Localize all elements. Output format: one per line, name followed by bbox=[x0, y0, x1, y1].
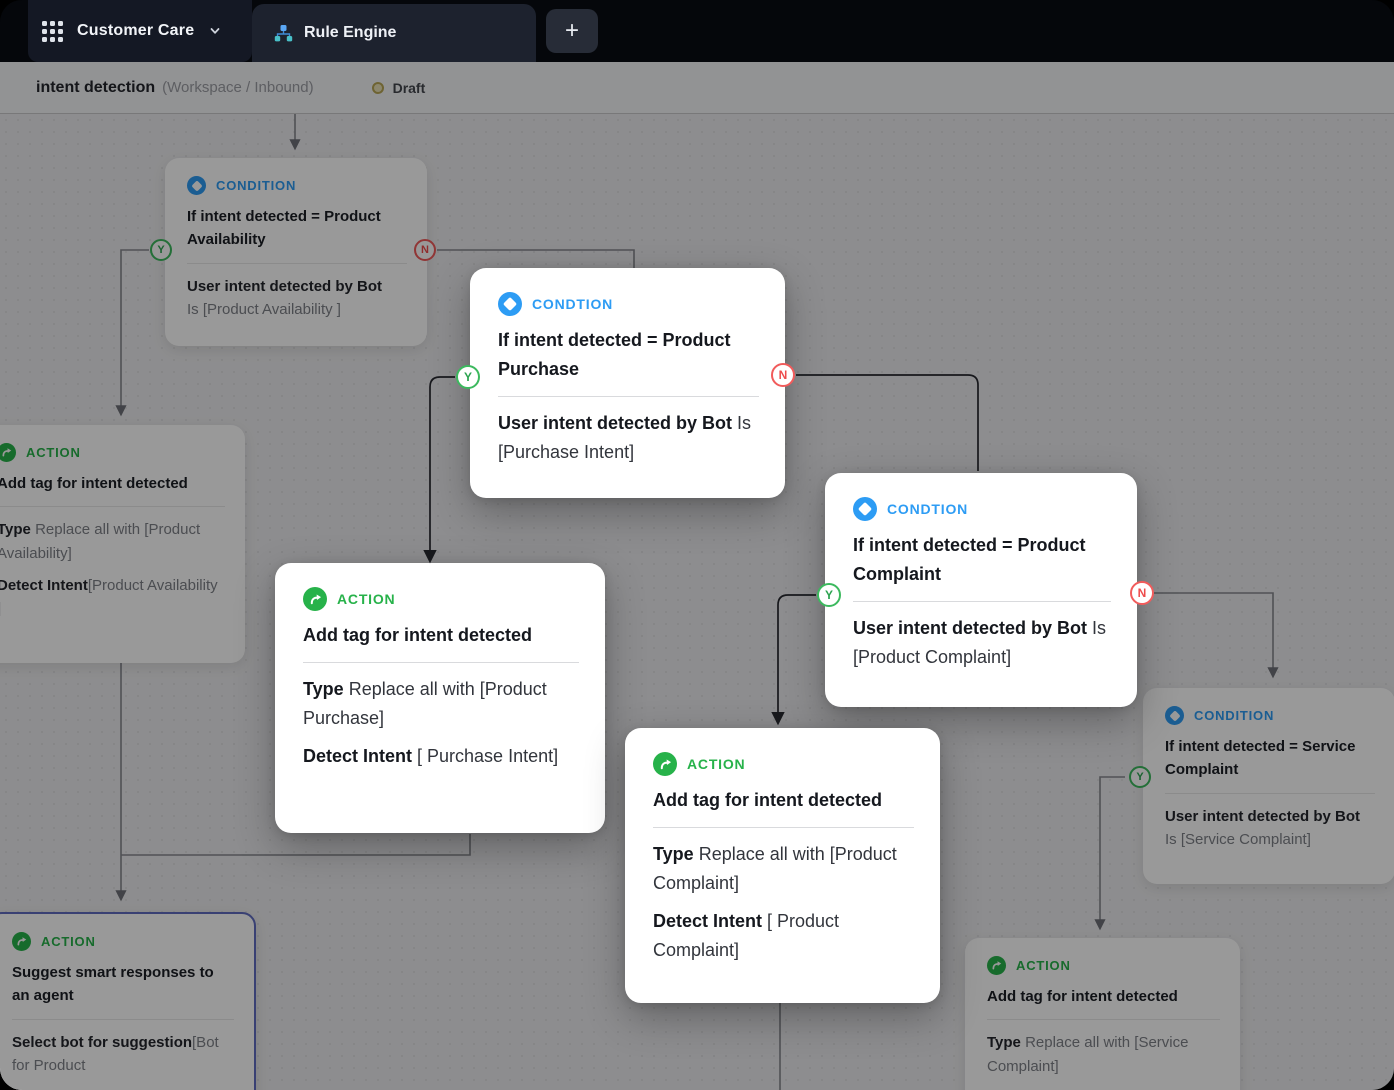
node-param: Detect Intent[Product Availability ] bbox=[0, 576, 218, 617]
node-condition-service-complaint[interactable]: CONDITION If intent detected = Service C… bbox=[1143, 688, 1394, 884]
node-title: Add tag for intent detected bbox=[653, 790, 882, 810]
chevron-down-icon bbox=[210, 28, 220, 34]
node-type-label: CONDITION bbox=[1194, 708, 1275, 723]
no-port[interactable]: N bbox=[771, 363, 795, 387]
node-rule: User intent detected by Bot Is [Purchase… bbox=[498, 412, 752, 462]
tab-label: Rule Engine bbox=[304, 24, 397, 41]
node-type-label: CONDTION bbox=[887, 501, 969, 517]
workspace-name: Customer Care bbox=[77, 22, 195, 39]
action-icon bbox=[0, 443, 16, 462]
action-icon bbox=[987, 956, 1006, 975]
node-condition-product-complaint[interactable]: CONDTION If intent detected = Product Co… bbox=[825, 473, 1137, 707]
node-action-tag-availability[interactable]: ACTION Add tag for intent detected Type … bbox=[0, 425, 245, 663]
node-title: If intent detected = Product Availabilit… bbox=[187, 208, 381, 249]
top-bar: Customer Care Rule Engine + bbox=[0, 0, 1394, 62]
condition-icon bbox=[498, 292, 522, 316]
node-param: Select bot for suggestion[Bot for Produc… bbox=[12, 1033, 219, 1074]
node-param: Type Replace all with [Product Complaint… bbox=[653, 843, 897, 893]
node-condition-product-purchase[interactable]: CONDTION If intent detected = Product Pu… bbox=[470, 268, 785, 498]
new-tab-button[interactable]: + bbox=[546, 9, 598, 53]
flow-path: (Workspace / Inbound) bbox=[162, 79, 314, 96]
node-title: Suggest smart responses to an agent bbox=[12, 964, 214, 1005]
sitemap-icon bbox=[274, 24, 293, 41]
node-header: CONDITION bbox=[187, 176, 407, 195]
divider bbox=[1165, 792, 1375, 794]
divider bbox=[187, 262, 407, 264]
status-badge: Draft bbox=[371, 79, 426, 96]
node-header: ACTION bbox=[0, 443, 225, 462]
node-header: ACTION bbox=[987, 956, 1220, 975]
node-type-label: ACTION bbox=[687, 756, 746, 772]
condition-icon bbox=[1165, 706, 1184, 725]
tab-rule-engine[interactable]: Rule Engine bbox=[252, 4, 536, 62]
yes-port[interactable]: Y bbox=[817, 583, 841, 607]
condition-icon bbox=[853, 497, 877, 521]
yes-port[interactable]: Y bbox=[150, 239, 172, 261]
node-param: Type Replace all with [Service Complaint… bbox=[987, 1034, 1189, 1075]
flow-header: intent detection (Workspace / Inbound) D… bbox=[0, 62, 1394, 114]
node-title: Add tag for intent detected bbox=[987, 988, 1178, 1005]
action-icon bbox=[653, 752, 677, 776]
draft-status-icon bbox=[371, 81, 384, 94]
node-type-label: CONDITION bbox=[216, 178, 297, 193]
condition-icon bbox=[187, 176, 206, 195]
foreground-layer: CONDTION If intent detected = Product Pu… bbox=[0, 62, 1394, 1090]
node-header: ACTION bbox=[303, 587, 579, 611]
node-type-label: ACTION bbox=[337, 591, 396, 607]
node-action-tag-purchase[interactable]: ACTION Add tag for intent detected Type … bbox=[275, 563, 605, 833]
node-title: Add tag for intent detected bbox=[303, 625, 532, 645]
action-icon bbox=[303, 587, 327, 611]
node-title: If intent detected = Product Purchase bbox=[498, 330, 731, 379]
node-header: CONDITION bbox=[1165, 706, 1375, 725]
divider bbox=[987, 1019, 1220, 1021]
node-title: If intent detected = Service Complaint bbox=[1165, 738, 1356, 779]
node-header: CONDTION bbox=[498, 292, 759, 316]
node-param: Detect Intent [ Purchase Intent] bbox=[303, 746, 559, 767]
node-rule: User intent detected by Bot Is [Product … bbox=[853, 617, 1107, 667]
node-header: CONDTION bbox=[853, 497, 1111, 521]
action-icon bbox=[12, 932, 31, 951]
node-type-label: ACTION bbox=[26, 445, 81, 460]
node-action-suggest-responses[interactable]: ACTION Suggest smart responses to an age… bbox=[0, 912, 256, 1090]
node-action-tag-service[interactable]: ACTION Add tag for intent detected Type … bbox=[965, 938, 1240, 1090]
draft-status-label: Draft bbox=[392, 79, 426, 96]
divider bbox=[498, 395, 759, 397]
divider bbox=[653, 826, 914, 828]
divider bbox=[0, 506, 225, 508]
node-type-label: CONDTION bbox=[532, 296, 614, 312]
content-area: intent detection (Workspace / Inbound) D… bbox=[0, 62, 1394, 1090]
divider bbox=[303, 661, 579, 663]
workspace-switcher[interactable]: Customer Care bbox=[28, 0, 252, 62]
flow-title: intent detection bbox=[36, 78, 156, 96]
node-action-tag-complaint[interactable]: ACTION Add tag for intent detected Type … bbox=[625, 728, 940, 1003]
node-param: Type Replace all with [Product Availabil… bbox=[0, 521, 201, 562]
app-grid-icon[interactable] bbox=[42, 20, 63, 42]
node-param: Type Replace all with [Product Purchase] bbox=[303, 678, 547, 728]
divider bbox=[12, 1018, 234, 1020]
node-param: Detect Intent [ Product Complaint] bbox=[653, 911, 840, 961]
no-port[interactable]: N bbox=[1130, 581, 1154, 605]
yes-port[interactable]: Y bbox=[1129, 766, 1151, 788]
yes-port[interactable]: Y bbox=[456, 365, 480, 389]
divider bbox=[853, 600, 1111, 602]
node-type-label: ACTION bbox=[41, 934, 96, 949]
node-title: If intent detected = Product Complaint bbox=[853, 535, 1086, 584]
no-port[interactable]: N bbox=[414, 239, 436, 261]
node-header: ACTION bbox=[653, 752, 914, 776]
node-header: ACTION bbox=[12, 932, 234, 951]
node-title: Add tag for intent detected bbox=[0, 475, 188, 492]
node-type-label: ACTION bbox=[1016, 958, 1071, 973]
node-condition-product-availability[interactable]: CONDITION If intent detected = Product A… bbox=[165, 158, 427, 346]
